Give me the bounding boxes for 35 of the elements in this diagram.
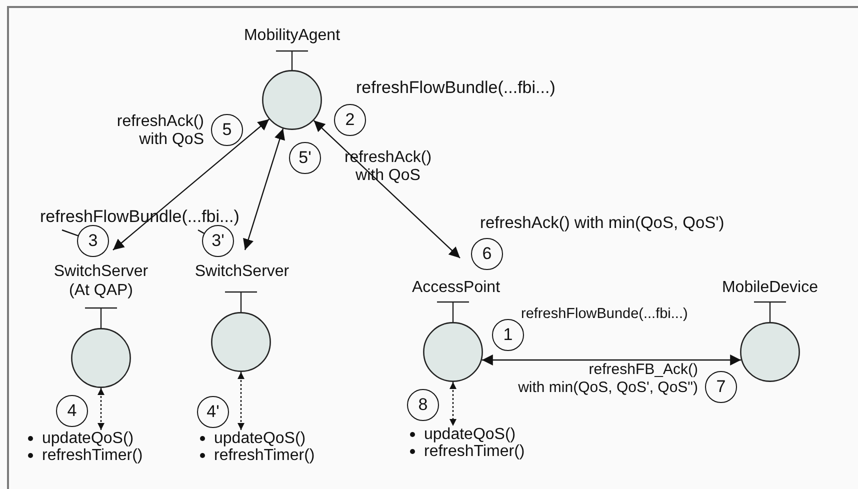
leader-line [62,229,78,236]
dashed-double-arrow [98,388,104,430]
list-item: refreshTimer() [214,447,315,464]
double-arrow [313,120,460,258]
message-label: refreshAck() with min(QoS, QoS') [480,214,724,232]
entity-label: SwitchServer [194,263,290,280]
step-number: 3' [202,225,234,257]
entity-label: AccessPoint [412,279,500,296]
double-arrow [243,128,285,250]
step-number: 3 [77,225,109,257]
entity-label: MobileDevice [722,279,818,296]
dashed-double-arrow [450,382,456,426]
step-number: 5 [211,114,243,146]
step-number: 6 [471,238,503,270]
message-label: refreshFlowBundle(...fbi...) [356,79,556,97]
entity-label: MobilityAgent [244,27,340,44]
list-item: refreshTimer() [42,447,143,464]
entity-label: SwitchServer (At QAP) [54,263,148,299]
list-item: updateQoS() [214,430,306,447]
list-item: refreshTimer() [424,443,525,460]
step-number: 2 [334,104,366,136]
message-label: refreshFB_Ack() with min(QoS, QoS', QoS") [517,361,698,397]
list-item: updateQoS() [424,426,516,443]
step-number: 4 [56,395,88,427]
step-number: 4' [197,396,229,428]
step-number: 1 [492,319,524,351]
double-arrow [482,354,742,366]
message-label: refreshFlowBunde(...fbi...) [521,305,688,323]
dashed-double-arrow [238,372,244,430]
list-item: updateQoS() [42,430,134,447]
step-number: 5' [289,142,321,174]
step-number: 8 [407,389,439,421]
step-number: 7 [705,371,737,403]
leader-line [198,229,204,234]
message-label: refreshAck() with QoS [116,113,204,149]
